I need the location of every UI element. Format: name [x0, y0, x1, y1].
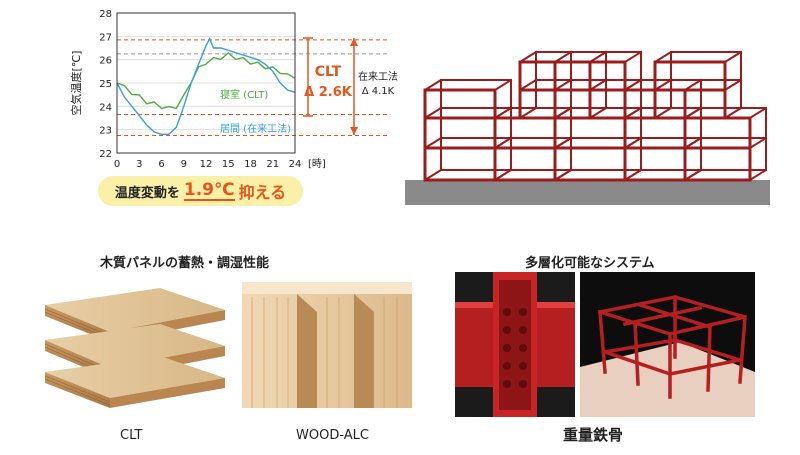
frame-beam-side [553, 50, 573, 64]
conv-delta-arrow-bottom [350, 127, 358, 135]
y-tick-label: 27 [99, 32, 112, 43]
series-line-1 [116, 37, 296, 135]
frame-beam-side [518, 50, 538, 64]
x-tick-label: 15 [222, 159, 235, 170]
frame-beam-side [683, 106, 703, 120]
frame-beam-side [518, 106, 538, 120]
frame-beam-side [493, 168, 513, 182]
frame-beam-side [623, 136, 643, 150]
x-tick-label: 3 [136, 159, 142, 170]
conv-delta-title: 在来工法 [358, 70, 398, 83]
frame-beam-side [553, 136, 573, 150]
x-tick-label: 24 [289, 159, 302, 170]
frame-beam-side [623, 168, 643, 182]
frame-beam-side [588, 50, 608, 64]
frame-beam-side [553, 106, 573, 120]
x-tick-label: 21 [266, 159, 279, 170]
frame-beam-side [423, 168, 443, 182]
frame-beam-side [653, 106, 673, 120]
frame-beam-side [653, 78, 673, 92]
steel-joint-image [455, 272, 575, 417]
frame-beam-side [518, 78, 538, 92]
reference-lines [117, 39, 390, 136]
model-column [738, 315, 747, 384]
frame-beam-side [748, 136, 768, 150]
clt-caption: CLT [120, 428, 143, 443]
x-tick-label: 6 [158, 159, 164, 170]
frame-beam-side [683, 136, 703, 150]
x-tick-label: 18 [244, 159, 257, 170]
steel-model-image [580, 272, 755, 417]
frame-beam-side [623, 106, 643, 120]
left-section-title: 木質パネルの蓄熱・調湿性能 [100, 256, 270, 271]
frame-beam-side [723, 50, 743, 64]
series-label-conventional: 居間 (在来工法) [220, 122, 291, 135]
frame-beam-side [723, 78, 743, 92]
chart-series [116, 37, 296, 135]
x-tick-label: 9 [181, 159, 187, 170]
conv-delta-value: Δ 4.1K [362, 86, 395, 97]
y-axis-label: 空気温度[℃] [69, 51, 83, 116]
frame-beam-side [723, 106, 743, 120]
frame-beam-side [623, 78, 643, 92]
conv-delta-arrow-top [350, 38, 358, 46]
x-tick-label: 12 [200, 159, 213, 170]
y-tick-label: 24 [99, 102, 112, 113]
plot-frame [116, 12, 296, 154]
frame-beam-side [423, 136, 443, 150]
x-tick-label: 0 [114, 159, 120, 170]
clt-panel-bottom [44, 356, 225, 408]
clt-panels-image [44, 288, 225, 408]
frame-beam-side [493, 136, 513, 150]
frame-beam-side [683, 168, 703, 182]
frame-beam-side [423, 78, 443, 92]
frame-beam-side [553, 168, 573, 182]
highlight-prefix: 温度変動を [114, 185, 180, 201]
clt-delta-title: CLT [315, 64, 342, 80]
wood-alc-image [242, 282, 412, 408]
right-section-title: 多層化可能なシステム [525, 256, 655, 271]
frame-members [423, 50, 768, 182]
steel-frame-illustration [405, 50, 770, 205]
series-label-clt: 寝室 (CLT) [220, 88, 268, 101]
frame-beam-side [653, 50, 673, 64]
model-column [598, 310, 607, 374]
model-top-beam [622, 305, 703, 327]
frame-beam-side [588, 106, 608, 120]
frame-beam-side [493, 106, 513, 120]
highlight-value: 1.9℃ [183, 180, 235, 201]
frame-beam-side [423, 106, 443, 120]
series-line-0 [116, 51, 296, 110]
temperature-chart: 22 23 24 25 26 27 28 0 3 6 9 12 15 18 21 24 空気温度[℃] [時]… [69, 9, 398, 170]
clt-delta-value: Δ 2.6K [304, 85, 353, 100]
highlight-suffix: 抑える [238, 183, 287, 202]
model-column [706, 325, 712, 392]
x-unit-label: [時] [308, 158, 326, 170]
frame-beam-side [748, 168, 768, 182]
chart-tick-labels: 22 23 24 25 26 27 28 0 3 6 9 12 15 18 21 24 [99, 9, 301, 170]
y-tick-label: 23 [99, 126, 112, 137]
frame-beam-side [748, 106, 768, 120]
frame-beam-side [588, 78, 608, 92]
wood-alc-caption: WOOD-ALC [296, 428, 369, 443]
frame-beam-side [623, 50, 643, 64]
frame-beam-side [553, 78, 573, 92]
y-tick-label: 22 [99, 149, 112, 160]
temperature-highlight-badge: 温度変動を 1.9℃ 抑える [98, 176, 303, 206]
frame-beam-side [683, 78, 703, 92]
steel-caption: 重量鉄骨 [563, 426, 624, 444]
frame-beam-side [493, 78, 513, 92]
model-column [633, 320, 640, 386]
y-tick-label: 26 [99, 56, 112, 67]
ground-slab [405, 180, 770, 205]
y-tick-label: 25 [99, 79, 112, 90]
y-tick-label: 28 [99, 9, 112, 20]
